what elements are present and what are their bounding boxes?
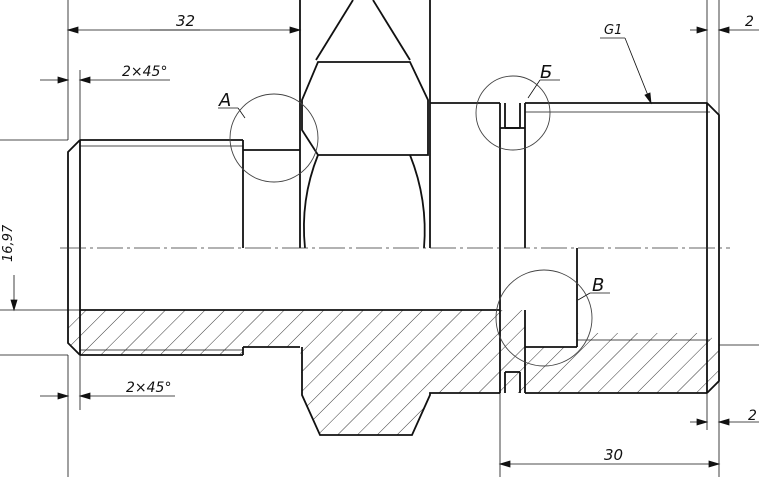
dim-top-length: 32 (176, 12, 195, 30)
chamfer-top-left: 2×45° (122, 64, 167, 80)
detail-label-v: В (592, 275, 604, 296)
ring-section-hatch (500, 310, 525, 393)
detail-label-a: А (218, 90, 231, 111)
dim-left-diameter: 16,97 (1, 224, 16, 262)
detail-circle-v (495, 269, 593, 367)
detail-label-b: Б (540, 62, 552, 83)
detail-circle-b (475, 75, 551, 151)
dim-right-top: 2 (745, 14, 754, 30)
chamfer-bottom-left: 2×45° (126, 380, 171, 396)
right-section-hatch (525, 333, 719, 393)
thread-lines (80, 111, 710, 351)
section-hatch (68, 310, 500, 435)
dim-bottom-length: 30 (604, 446, 623, 464)
detail-circle-a (229, 93, 319, 183)
thread-label: G1 (604, 23, 622, 38)
dim-right-bottom: 2 (748, 408, 757, 424)
